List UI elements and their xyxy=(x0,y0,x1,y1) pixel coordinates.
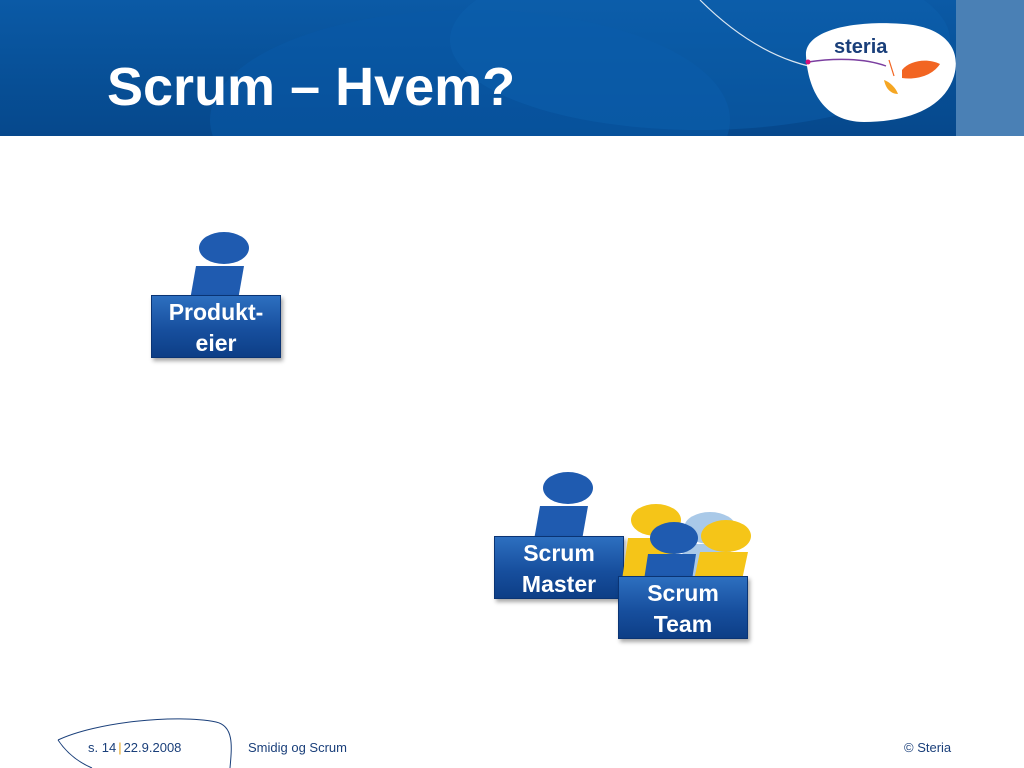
product-owner-label: Produkt- eier xyxy=(151,295,281,358)
scrum-team-label: Scrum Team xyxy=(618,576,748,639)
footer-page-number: s. 14 xyxy=(88,740,117,755)
footer-date: 22.9.2008 xyxy=(123,740,182,755)
scrum-master-person-icon xyxy=(534,472,593,540)
product-owner-person-icon xyxy=(190,232,249,300)
footer-curve-decoration xyxy=(57,718,232,768)
scrum-team-label-line2: Team xyxy=(653,611,713,637)
footer-page-date: s. 14|22.9.2008 xyxy=(88,740,181,755)
scrum-team-label-line1: Scrum xyxy=(647,580,719,606)
scrum-master-label-line2: Master xyxy=(521,571,597,597)
svg-text:steria: steria xyxy=(834,36,888,58)
product-owner-label-line1: Produkt- xyxy=(168,299,264,325)
scrum-master-label: Scrum Master xyxy=(494,536,624,599)
slide-header: Scrum – Hvem? steria xyxy=(0,0,1024,136)
page-title: Scrum – Hvem? xyxy=(107,57,516,117)
scrum-master-label-line1: Scrum xyxy=(523,540,595,566)
footer-topic: Smidig og Scrum xyxy=(248,740,347,755)
scrum-team-people-icon xyxy=(622,504,751,580)
footer-separator: | xyxy=(118,740,122,755)
steria-logo: steria xyxy=(805,23,956,122)
header-right-strip xyxy=(956,0,1024,136)
product-owner-label-line2: eier xyxy=(195,330,237,356)
footer-copyright: © Steria xyxy=(904,740,952,755)
